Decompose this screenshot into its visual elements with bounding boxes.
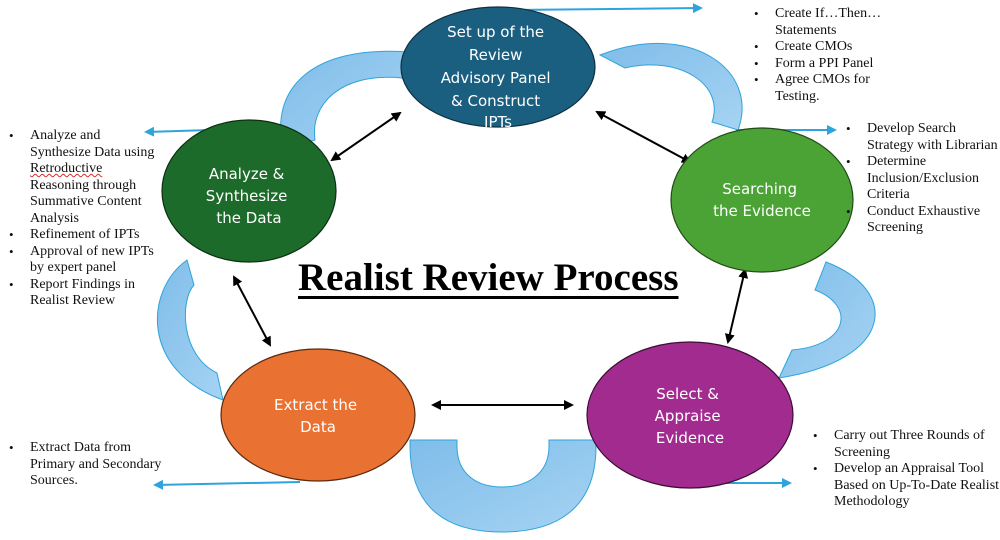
cycle-arrow-searching-to-select	[778, 261, 876, 379]
notes-select: Carry out Three Rounds of Screening Deve…	[810, 428, 1000, 511]
note-item: Carry out Three Rounds of Screening	[810, 428, 1000, 461]
node-searching-label: Searching the Evidence	[713, 180, 811, 220]
cycle-arrow-setup-to-searching	[598, 43, 743, 131]
node-analyze: Analyze & Synthesize the Data	[161, 119, 337, 263]
note-item: Extract Data from Primary and Secondary …	[6, 440, 166, 490]
node-analyze-label: Analyze & Synthesize the Data	[206, 165, 292, 227]
connector-analyze-extract	[233, 275, 271, 347]
note-item: Create If…Then… Statements	[751, 6, 886, 39]
pointer-setup-notes	[511, 3, 703, 14]
cycle-arrow-extract-to-analyze	[157, 259, 224, 401]
note-item: Refinement of IPTs	[6, 227, 164, 244]
pointer-extract-notes	[153, 479, 301, 490]
connector-analyze-setup	[330, 111, 402, 162]
note-item: Determine Inclusion/Exclusion Criteria	[843, 154, 1000, 204]
node-setup: Set up of the Review Advisory Panel & Co…	[400, 6, 596, 131]
note-text: Analyze and Synthesize Data using	[30, 128, 155, 160]
node-extract: Extract the Data	[220, 348, 416, 482]
node-select: Select & Appraise Evidence	[586, 341, 794, 489]
note-item: Create CMOs	[751, 39, 886, 56]
notes-analyze: Analyze and Synthesize Data using Retrod…	[6, 128, 164, 310]
note-item: Develop an Appraisal Tool Based on Up-To…	[810, 461, 1000, 511]
node-extract-label: Extract the Data	[274, 396, 362, 436]
notes-setup: Create If…Then… Statements Create CMOs F…	[751, 6, 886, 105]
diagram-title: Realist Review Process	[298, 256, 679, 299]
note-item: Develop Search Strategy with Librarian	[843, 121, 1000, 154]
node-searching: Searching the Evidence	[670, 127, 854, 273]
node-setup-label: Set up of the Review Advisory Panel & Co…	[441, 23, 556, 131]
note-text: Reasoning through Summative Content Anal…	[30, 177, 142, 226]
note-item: Report Findings in Realist Review	[6, 277, 164, 310]
cycle-arrow-select-to-extract	[409, 439, 597, 533]
spellcheck-flagged-word: Retroductive	[30, 161, 103, 176]
notes-extract: Extract Data from Primary and Secondary …	[6, 440, 166, 490]
note-item: Analyze and Synthesize Data using Retrod…	[6, 128, 164, 227]
connector-searching-select	[724, 268, 749, 344]
note-item: Agree CMOs for Testing.	[751, 72, 886, 105]
note-item: Approval of new IPTs by expert panel	[6, 244, 164, 277]
connector-setup-searching	[595, 111, 692, 163]
notes-searching: Develop Search Strategy with Librarian D…	[843, 121, 1000, 237]
note-item: Conduct Exhaustive Screening	[843, 204, 1000, 237]
node-select-label: Select & Appraise Evidence	[655, 385, 726, 447]
note-item: Form a PPI Panel	[751, 56, 886, 73]
